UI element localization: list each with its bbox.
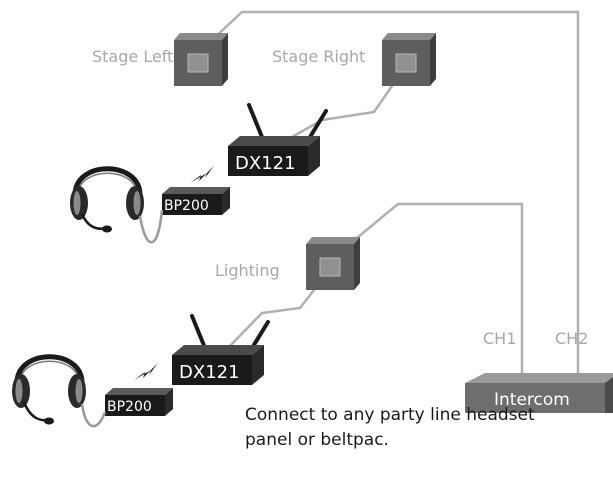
panel-button (319, 257, 341, 277)
bp200-top-label: BP200 (164, 198, 209, 214)
lighting-panel (306, 237, 360, 290)
antenna (308, 109, 328, 139)
wireless-signal-icon (190, 166, 214, 183)
headset-icon (70, 166, 164, 244)
diagram-caption: Connect to any party line headset panel … (245, 405, 535, 450)
ch2-label: CH2 (555, 329, 588, 348)
intercom-unit (465, 373, 613, 413)
stage-left-panel (174, 33, 228, 86)
dx121-top-label: DX121 (235, 153, 296, 174)
wireless-signal-icon (134, 363, 158, 380)
intercom-label: Intercom (494, 390, 570, 410)
antenna (190, 314, 207, 350)
antenna (250, 320, 270, 350)
bp200-beltpack-top (162, 187, 230, 215)
dx121-base-station-top (228, 103, 328, 176)
wire-stage-left-to-ch2 (211, 10, 580, 378)
dx121-bottom-label: DX121 (179, 362, 240, 383)
ch1-label: CH1 (483, 329, 516, 348)
lighting-label: Lighting (215, 261, 280, 280)
antenna (247, 103, 264, 139)
bp200-bottom-label: BP200 (107, 399, 152, 415)
stage-left-label: Stage Left (92, 47, 173, 66)
bp200-beltpack-bottom (105, 388, 173, 416)
stage-right-label: Stage Right (272, 47, 365, 66)
headset-icon (12, 354, 107, 428)
panel-button (395, 53, 417, 73)
panel-button (187, 53, 209, 73)
dx121-base-station-bottom (172, 314, 270, 385)
stage-right-panel (382, 33, 436, 86)
wire-lighting-to-ch1 (351, 202, 524, 378)
